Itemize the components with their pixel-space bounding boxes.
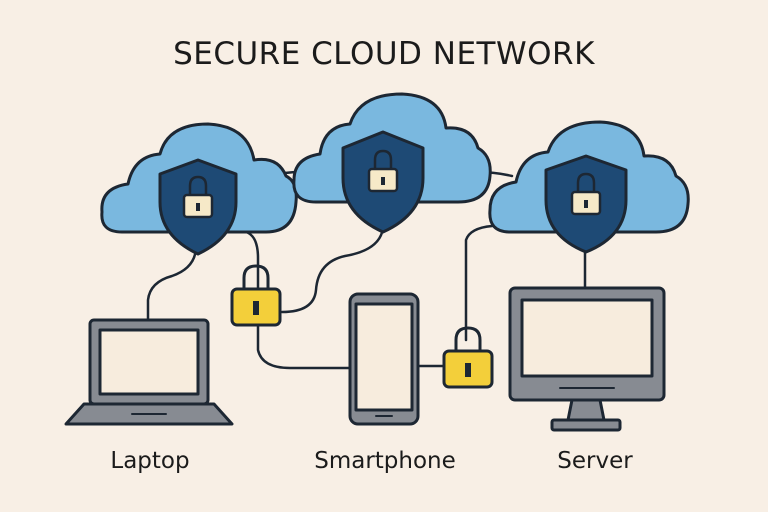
padlock-icon (367, 149, 399, 193)
laptop-icon (64, 318, 234, 426)
padlock-icon (570, 172, 602, 216)
connection-laptop-shield1 (146, 246, 198, 322)
laptop-label: Laptop (110, 448, 190, 474)
smartphone-icon (348, 292, 420, 426)
server-label: Server (557, 448, 633, 474)
connection-lock-cloud3 (464, 224, 494, 342)
padlock-icon (182, 175, 214, 219)
diagram-title: SECURE CLOUD NETWORK (173, 36, 595, 72)
connection-cloud1-smartphone (244, 230, 352, 370)
smartphone-label: Smartphone (314, 448, 456, 474)
padlock-icon (230, 264, 282, 327)
padlock-icon (442, 326, 494, 389)
monitor-icon (508, 286, 666, 432)
connection-shield2-lock (280, 226, 385, 314)
